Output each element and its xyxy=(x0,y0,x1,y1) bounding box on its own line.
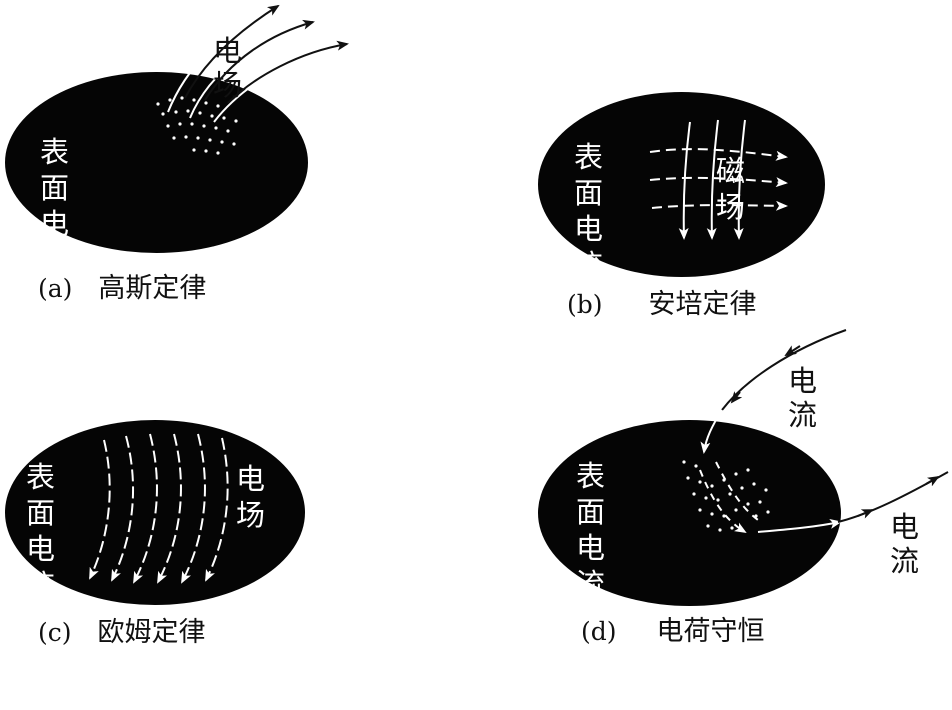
current-in-label-d: 电流 xyxy=(788,364,817,432)
caption-d: (d) 电荷守恒 xyxy=(581,609,765,648)
surface-current-line3-d: 荷 xyxy=(576,674,606,710)
current-out-label-d: 电流 xyxy=(890,510,919,578)
surface-charges-d xyxy=(682,460,769,531)
surface-current-line1-d: 表面电 xyxy=(576,458,606,566)
caption-tag-d: (d) xyxy=(581,617,617,646)
field-lines-d xyxy=(0,0,952,641)
surface-current-charge-label-d: 表面电 流和电 荷 xyxy=(576,458,606,710)
caption-name-d: 电荷守恒 xyxy=(657,616,765,647)
